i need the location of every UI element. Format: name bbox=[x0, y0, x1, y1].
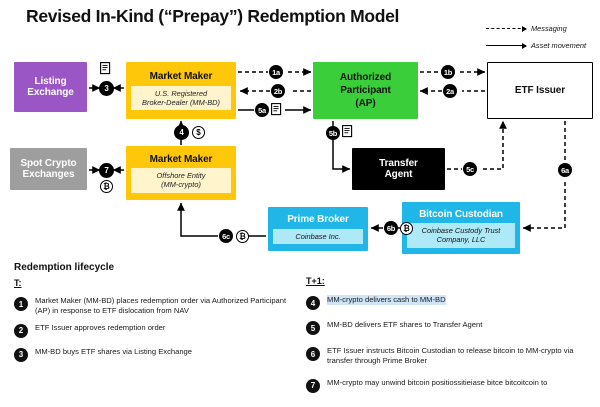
step-number: 3 bbox=[14, 347, 28, 362]
cash-token-4: $ bbox=[192, 126, 205, 139]
badge-1b[interactable]: 1b bbox=[441, 65, 455, 79]
redemption-lifecycle-t: Redemption lifecycle T: 1 Market Maker (… bbox=[14, 262, 294, 368]
badge-7[interactable]: 7 bbox=[99, 163, 114, 178]
solid-arrow-icon bbox=[486, 42, 527, 49]
list-item: 7 MM-crypto may unwind bitcoin positioss… bbox=[306, 378, 598, 393]
list-item: 1 Market Maker (MM-BD) places redemption… bbox=[14, 296, 294, 317]
bitcoin-token-6b: ₿ bbox=[400, 222, 413, 235]
legend-item-messaging: Messaging bbox=[486, 22, 600, 35]
badge-2a[interactable]: 2a bbox=[443, 84, 457, 98]
connector-lines bbox=[89, 68, 566, 237]
node-subtitle: Offshore Entity(MM-crypto) bbox=[131, 168, 231, 193]
badge-6a[interactable]: 6a bbox=[558, 163, 572, 177]
step-text: ETF Issuer instructs Bitcoin Custodian t… bbox=[327, 346, 574, 366]
step-number: 7 bbox=[306, 378, 320, 393]
dashed-arrow-icon bbox=[486, 25, 527, 32]
node-market-maker-mm-crypto[interactable]: Market Maker Offshore Entity(MM-crypto) bbox=[126, 146, 236, 200]
list-item: 6 ETF Issuer instructs Bitcoin Custodian… bbox=[306, 346, 598, 367]
document-icon bbox=[100, 62, 111, 75]
step-text: MM-BD delivers ETF shares to Transfer Ag… bbox=[327, 320, 483, 329]
legend: Messaging Asset movement bbox=[486, 22, 600, 56]
badge-1a[interactable]: 1a bbox=[269, 65, 283, 79]
document-icon bbox=[271, 103, 282, 116]
list-item: 2 ETF Issuer approves redemption order bbox=[14, 323, 294, 338]
step-number: 5 bbox=[306, 321, 320, 335]
bitcoin-token-6c: ₿ bbox=[236, 230, 249, 243]
badge-5a[interactable]: 5a bbox=[255, 103, 269, 117]
badge-5b[interactable]: 5b bbox=[326, 126, 340, 140]
legend-label: Messaging bbox=[531, 24, 567, 33]
node-title: Bitcoin Custodian bbox=[419, 208, 503, 220]
node-prime-broker[interactable]: Prime Broker Coinbase Inc. bbox=[268, 207, 368, 251]
step-text: ETF Issuer approves redemption order bbox=[35, 322, 166, 332]
step-number: 6 bbox=[306, 347, 320, 361]
node-title: Market Maker bbox=[149, 71, 213, 82]
badge-3[interactable]: 3 bbox=[99, 81, 114, 96]
badge-6b[interactable]: 6b bbox=[384, 221, 398, 235]
node-subtitle: Coinbase Inc. bbox=[273, 228, 363, 244]
step-text: MM-crypto delivers cash to MM-BD bbox=[327, 295, 446, 306]
step-text: MM-BD buys ETF shares via Listing Exchan… bbox=[35, 346, 192, 356]
page-title: Revised In-Kind (“Prepay”) Redemption Mo… bbox=[26, 6, 400, 26]
legend-item-asset-movement: Asset movement bbox=[486, 39, 600, 52]
redemption-lifecycle-t1: T+1: 4 MM-crypto delivers cash to MM-BD … bbox=[306, 276, 598, 399]
lifecycle-heading: Redemption lifecycle bbox=[14, 262, 115, 273]
bitcoin-token-7: ₿ bbox=[100, 180, 113, 193]
badge-2b[interactable]: 2b bbox=[271, 84, 285, 98]
node-etf-issuer[interactable]: ETF Issuer bbox=[487, 62, 593, 119]
badge-4[interactable]: 4 bbox=[174, 125, 189, 140]
list-item: 5 MM-BD delivers ETF shares to Transfer … bbox=[306, 320, 598, 335]
step-number: 4 bbox=[306, 296, 320, 310]
t1-label: T+1: bbox=[306, 276, 325, 286]
list-item: 3 MM-BD buys ETF shares via Listing Exch… bbox=[14, 347, 294, 362]
badge-6c[interactable]: 6c bbox=[219, 229, 233, 243]
step-text: MM-crypto may unwind bitcoin positiossit… bbox=[327, 377, 548, 387]
step-text: Market Maker (MM-BD) places redemption o… bbox=[35, 296, 287, 316]
node-title: Market Maker bbox=[149, 153, 213, 165]
step-number: 1 bbox=[14, 297, 28, 311]
node-bitcoin-custodian[interactable]: Bitcoin Custodian Coinbase Custody Trust… bbox=[402, 202, 520, 254]
document-icon bbox=[342, 125, 353, 138]
legend-label: Asset movement bbox=[531, 41, 587, 50]
badge-5c[interactable]: 5c bbox=[463, 162, 477, 176]
t-label: T: bbox=[14, 278, 22, 288]
step-number: 2 bbox=[14, 323, 28, 338]
list-item: 4 MM-crypto delivers cash to MM-BD bbox=[306, 295, 598, 310]
node-title: ETF Issuer bbox=[514, 84, 566, 96]
node-title: Prime Broker bbox=[287, 214, 349, 226]
